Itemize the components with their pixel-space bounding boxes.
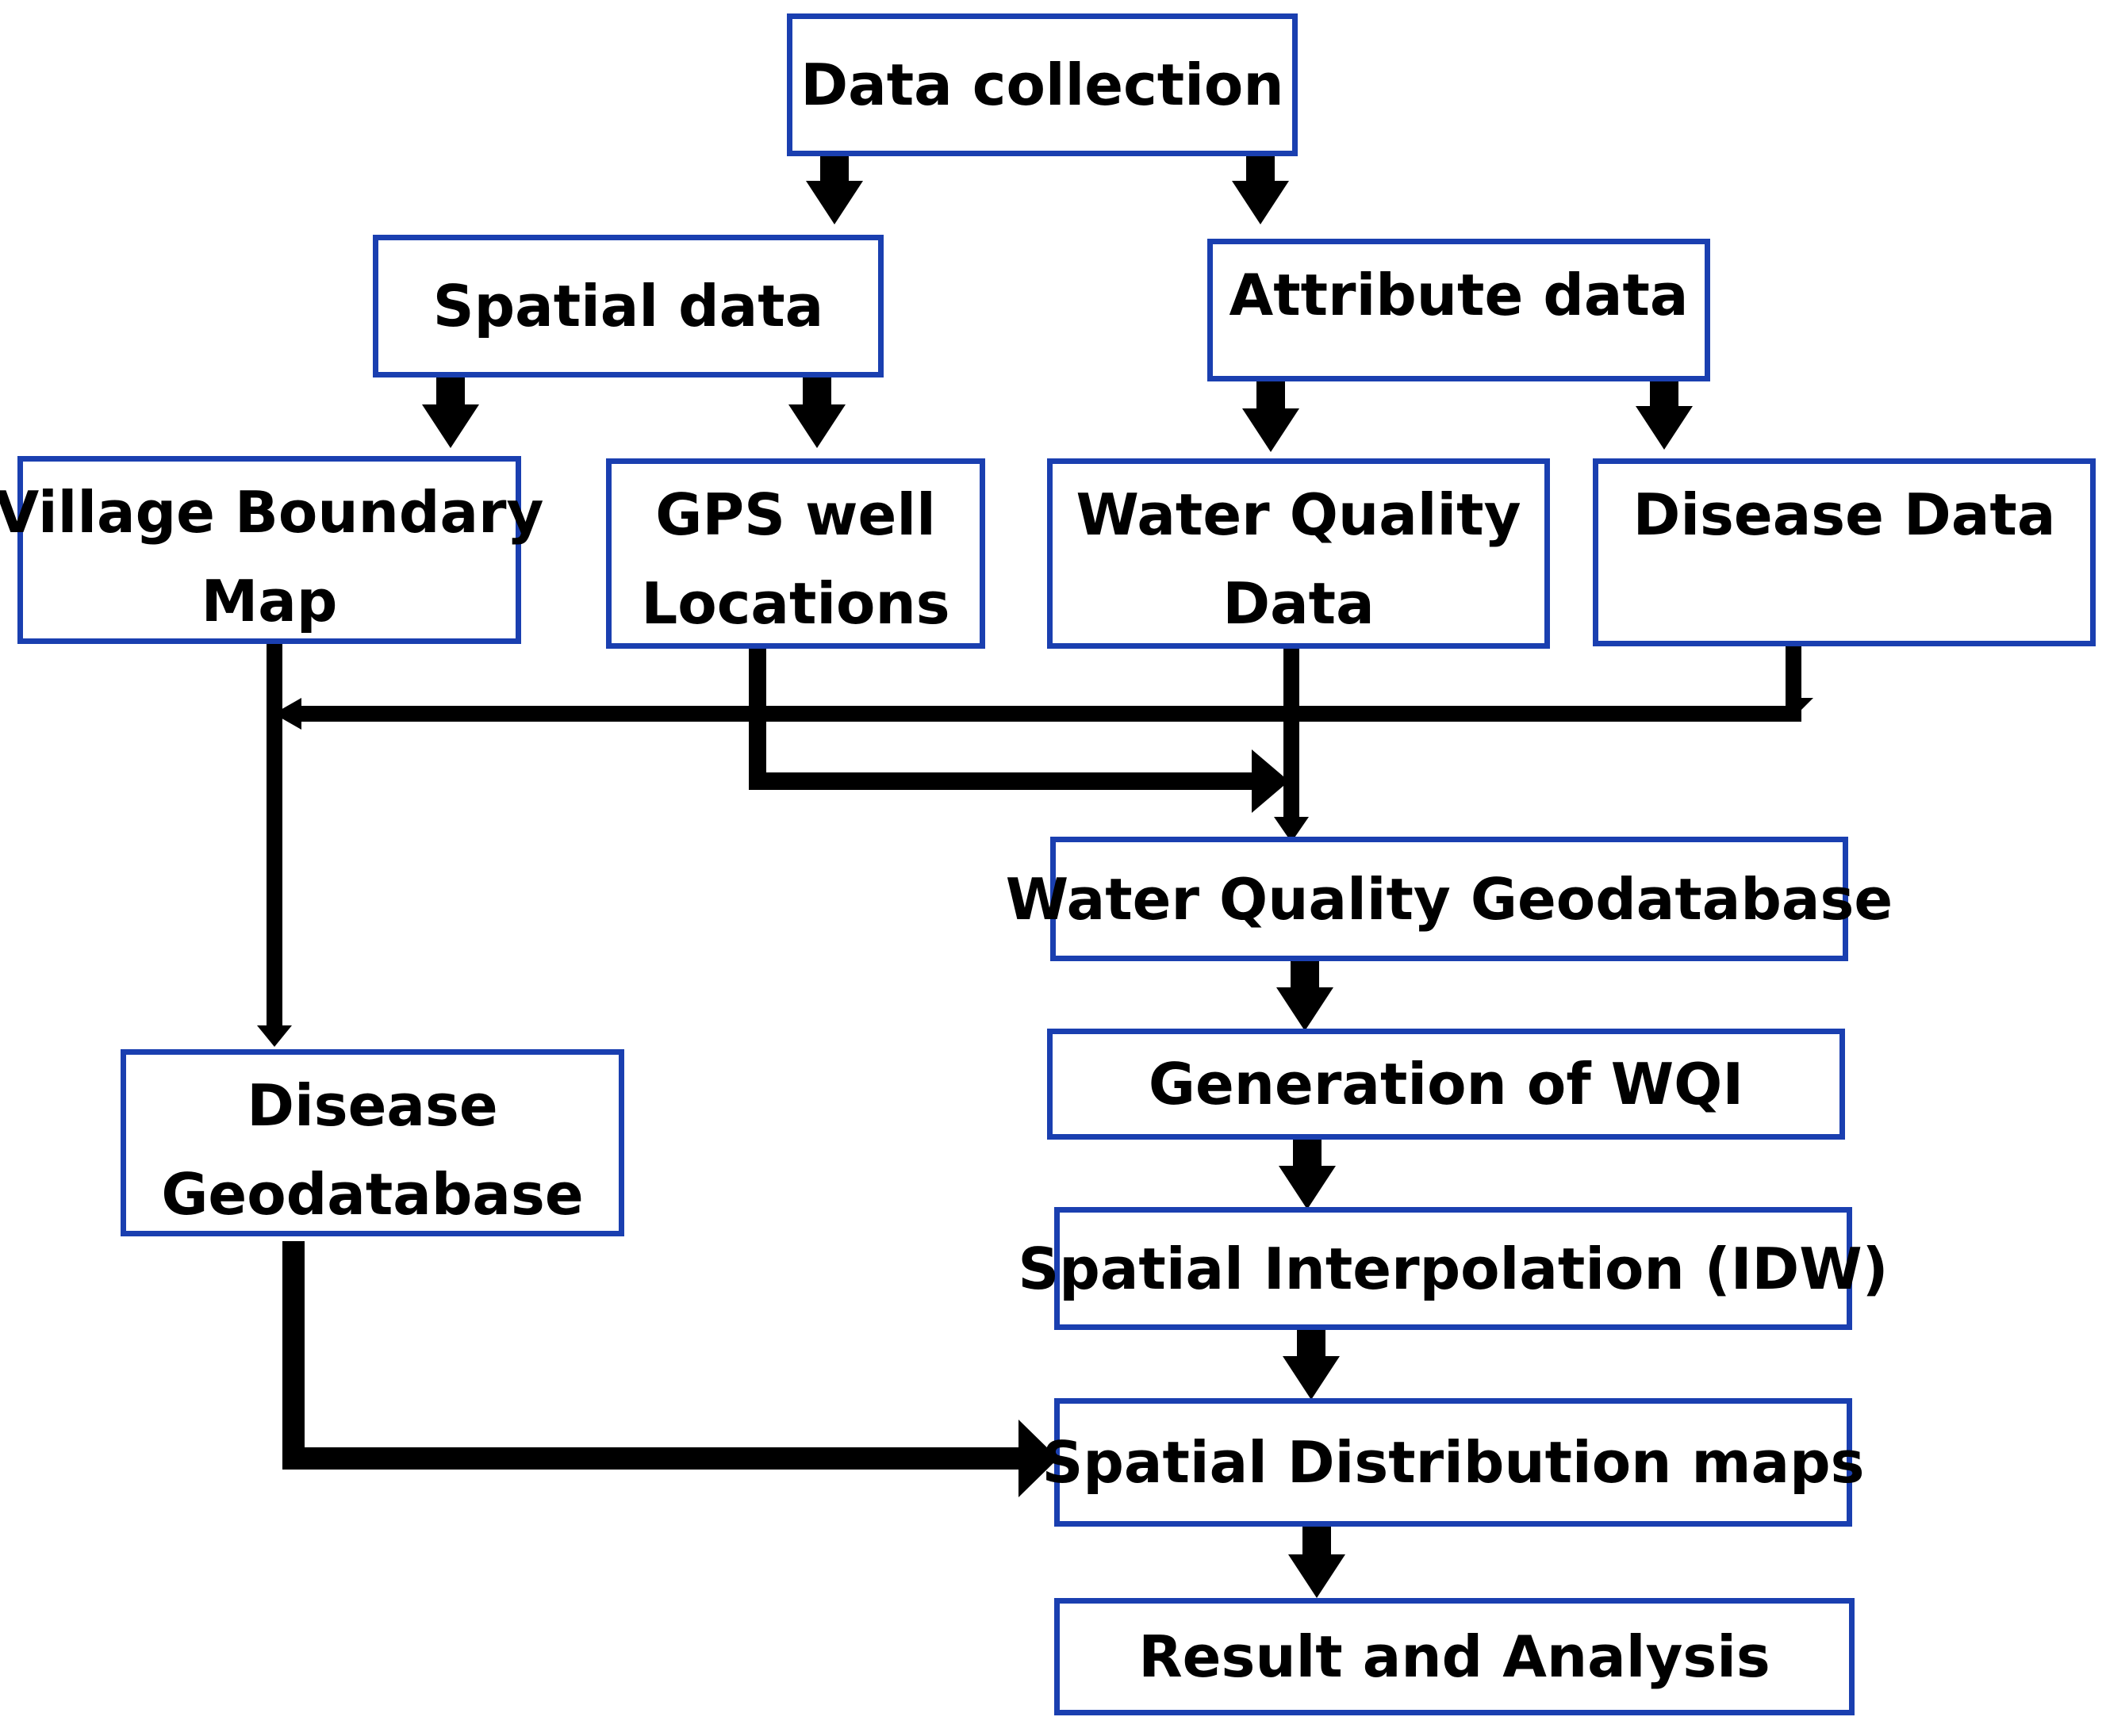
node-gps-well-locations: GPS well Locations — [606, 458, 985, 649]
arrow-idw-to-distribution — [1283, 1328, 1340, 1400]
node-label: Data collection — [800, 52, 1284, 118]
node-label: Result and Analysis — [1138, 1623, 1770, 1690]
arrow-attribute-to-disease — [1636, 378, 1693, 450]
node-attribute-data: Attribute data — [1207, 239, 1710, 381]
node-water-quality-geodatabase: Water Quality Geodatabase — [1006, 837, 1893, 961]
node-label-line-1: Village Boundary — [0, 479, 544, 546]
connector-village-to-diseasegeodb — [267, 644, 282, 1029]
node-generation-of-wqi: Generation of WQI — [1047, 1029, 1845, 1140]
arrow-distribution-to-result — [1288, 1527, 1345, 1598]
node-data-collection: Data collection — [787, 13, 1298, 156]
connector-disease-notch — [1790, 698, 1813, 718]
node-label-line-2: Data — [1222, 570, 1375, 637]
arrowhead-disease-to-village — [274, 698, 301, 730]
arrowhead-village-to-diseasegeodb — [257, 1025, 292, 1047]
node-village-boundary-map: Village Boundary Map — [0, 456, 543, 644]
node-label: Attribute data — [1229, 262, 1689, 328]
arrow-wqi-to-idw — [1279, 1138, 1336, 1209]
node-disease-geodatabase: Disease Geodatabase — [121, 1049, 624, 1236]
node-label: Spatial Distribution maps — [1041, 1429, 1865, 1496]
arrow-datacollection-to-spatial — [806, 153, 863, 224]
connector-diseasegeodb-to-distribution — [282, 1241, 1020, 1470]
connector-disease-to-village — [292, 646, 1801, 722]
connector-waterquality-to-wqgeodb — [1283, 646, 1299, 821]
node-result-and-analysis: Result and Analysis — [1054, 1598, 1855, 1715]
node-spatial-interpolation-idw: Spatial Interpolation (IDW) — [1018, 1207, 1889, 1330]
arrowhead-waterquality-to-wqgeodb — [1274, 817, 1309, 842]
arrow-attribute-to-waterquality — [1242, 381, 1299, 452]
node-label-line-1: Water Quality — [1076, 481, 1521, 548]
node-label-line-2: Locations — [641, 570, 950, 637]
node-disease-data: Disease Data — [1593, 458, 2096, 646]
node-label: Water Quality Geodatabase — [1005, 865, 1893, 933]
node-label-line-2: Map — [201, 568, 338, 634]
node-label-line-1: GPS well — [655, 481, 936, 548]
node-label: Disease Data — [1632, 481, 2056, 548]
arrow-wqgeodb-to-wqi — [1276, 960, 1333, 1031]
node-label: Spatial Interpolation (IDW) — [1018, 1235, 1889, 1302]
node-water-quality-data: Water Quality Data — [1047, 458, 1550, 649]
arrow-spatial-to-village — [422, 377, 479, 448]
arrowhead-diseasegeodb-to-distribution — [1018, 1420, 1058, 1497]
arrowhead-gps-to-wqgeodb — [1252, 749, 1289, 813]
arrow-spatial-to-gps — [788, 377, 846, 448]
node-label: Generation of WQI — [1148, 1051, 1744, 1117]
node-spatial-data: Spatial data — [373, 235, 884, 377]
node-label-line-2: Geodatabase — [161, 1161, 584, 1228]
node-label-line-1: Disease — [247, 1072, 498, 1139]
connector-gps-to-wqgeodb — [749, 644, 1252, 790]
arrow-datacollection-to-attribute — [1232, 153, 1289, 224]
node-spatial-distribution-maps: Spatial Distribution maps — [1042, 1398, 1865, 1527]
node-label: Spatial data — [432, 273, 824, 339]
